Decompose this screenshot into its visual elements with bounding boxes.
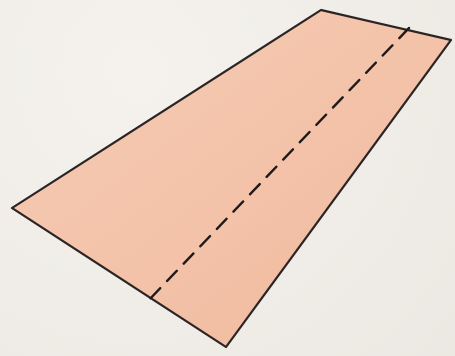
- paper-strip: [12, 10, 451, 347]
